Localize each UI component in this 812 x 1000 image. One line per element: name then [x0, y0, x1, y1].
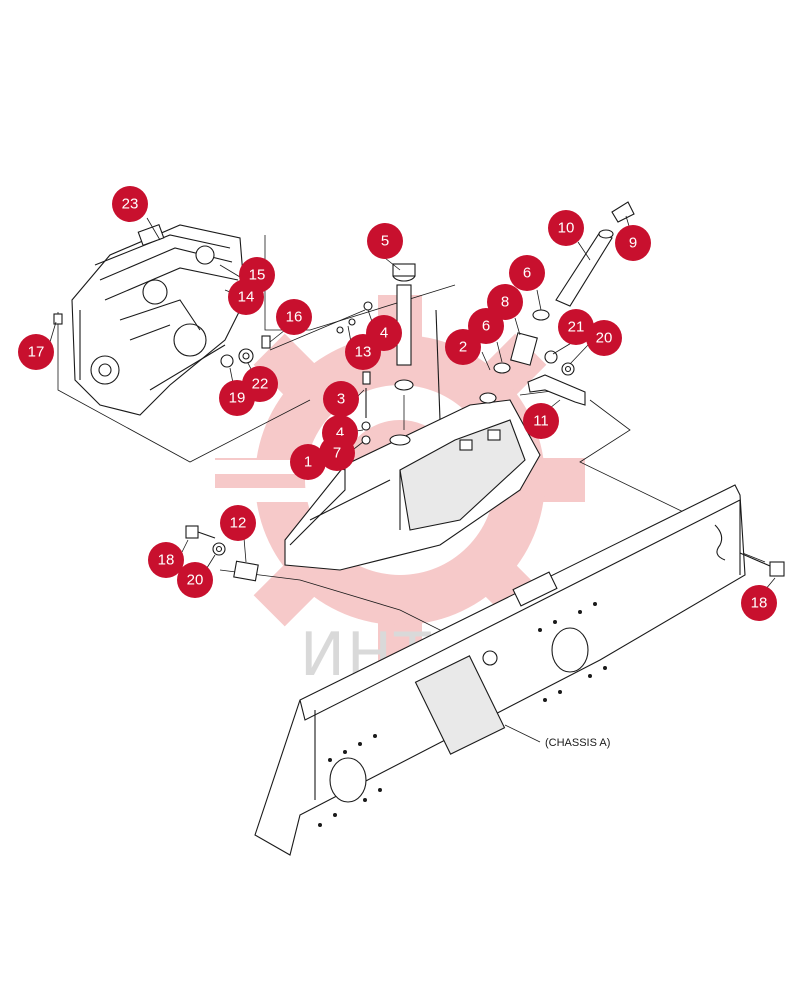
callout-1[interactable]: 1 — [290, 444, 326, 480]
callout-21-label: 21 — [568, 319, 585, 336]
callout-23-label: 23 — [122, 196, 139, 213]
callout-12-label: 12 — [230, 515, 247, 532]
callout-8[interactable]: 8 — [487, 284, 523, 320]
callout-17[interactable]: 17 — [18, 334, 54, 370]
callout-14[interactable]: 14 — [228, 279, 264, 315]
callout-11-label: 11 — [533, 413, 549, 430]
fuel-tank — [284, 392, 541, 571]
callout-5-label: 5 — [381, 233, 389, 250]
callout-5[interactable]: 5 — [367, 223, 403, 259]
callout-23[interactable]: 23 — [112, 186, 148, 222]
callout-7[interactable]: 7 — [319, 435, 355, 471]
callout-6-lower[interactable]: 6 — [468, 308, 504, 344]
callout-2-label: 2 — [459, 339, 467, 356]
callout-7-label: 7 — [333, 445, 341, 462]
callout-13-label: 13 — [355, 344, 372, 361]
callout-20-lower[interactable]: 20 — [177, 562, 213, 598]
callout-4-upper-label: 4 — [380, 325, 388, 342]
tank-bracket — [527, 350, 586, 406]
callout-17-label: 17 — [28, 344, 45, 361]
callout-6-lower-label: 6 — [482, 318, 490, 335]
callout-14-label: 14 — [238, 289, 255, 306]
callout-4-lower-label: 4 — [336, 425, 344, 442]
front-fasteners — [185, 525, 259, 582]
callout-15-label: 15 — [249, 267, 266, 284]
callout-10[interactable]: 10 — [548, 210, 584, 246]
callout-20-upper-label: 20 — [596, 330, 613, 347]
drain-plug-stack — [361, 371, 371, 445]
engine-mount-hardware — [53, 301, 373, 368]
callout-22[interactable]: 22 — [242, 366, 278, 402]
callout-13[interactable]: 13 — [345, 334, 381, 370]
chassis-label: (CHASSIS A) — [545, 737, 610, 749]
callout-20-upper[interactable]: 20 — [586, 320, 622, 356]
callout-16-label: 16 — [286, 309, 303, 326]
callout-10-label: 10 — [558, 220, 575, 237]
callout-6-upper[interactable]: 6 — [509, 255, 545, 291]
callout-3-label: 3 — [337, 391, 345, 408]
callout-9[interactable]: 9 — [615, 225, 651, 261]
chassis-bolt-holes — [318, 602, 607, 827]
callout-2[interactable]: 2 — [445, 329, 481, 365]
callout-1-label: 1 — [304, 454, 312, 471]
callout-12[interactable]: 12 — [220, 505, 256, 541]
callout-19-label: 19 — [229, 390, 246, 407]
chassis-frame — [254, 484, 785, 856]
callout-6-upper-label: 6 — [523, 265, 531, 282]
callout-18-right-label: 18 — [751, 595, 768, 612]
callout-11[interactable]: 11 — [523, 403, 559, 439]
fill-tube — [392, 263, 416, 430]
callout-18-left-label: 18 — [158, 552, 175, 569]
callout-18-right[interactable]: 18 — [741, 585, 777, 621]
callout-16[interactable]: 16 — [276, 299, 312, 335]
engine-assembly — [71, 223, 246, 416]
callout-21[interactable]: 21 — [558, 309, 594, 345]
callout-22-label: 22 — [252, 376, 269, 393]
filler-neck-parts — [493, 201, 635, 374]
callout-3[interactable]: 3 — [323, 381, 359, 417]
callout-8-label: 8 — [501, 294, 509, 311]
callout-20-lower-label: 20 — [187, 572, 204, 589]
dipstick — [435, 309, 441, 421]
callout-9-label: 9 — [629, 235, 637, 252]
callout-18-left[interactable]: 18 — [148, 542, 184, 578]
